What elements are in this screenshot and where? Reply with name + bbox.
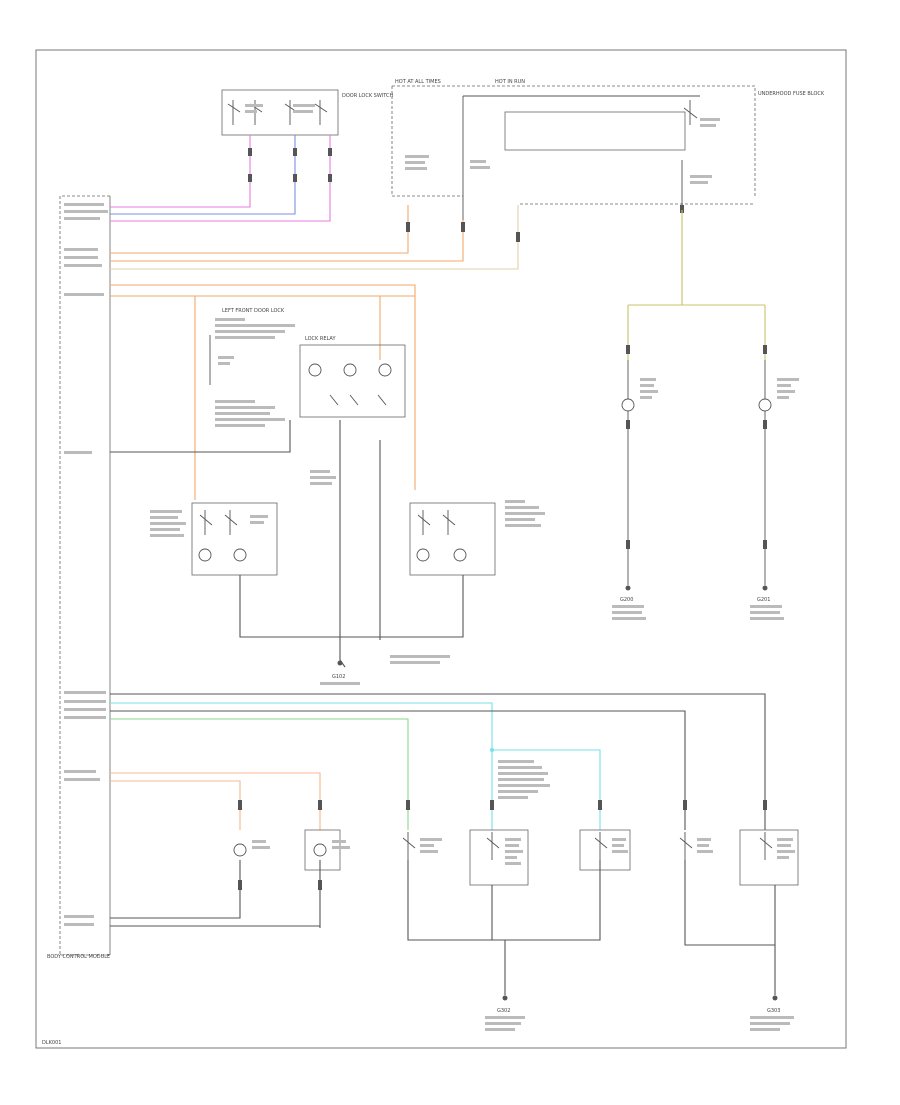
lower-left-lamps xyxy=(233,800,350,890)
diagram-frame xyxy=(35,49,847,1049)
ground-g302-label: G302 xyxy=(497,1008,510,1014)
wire-black-switch-loop xyxy=(239,575,464,638)
left-door-switch-box xyxy=(191,502,278,576)
wire-pink-1 xyxy=(110,135,251,208)
relay-switch xyxy=(683,100,698,125)
center-label-1: LEFT FRONT DOOR LOCK xyxy=(222,308,285,314)
wire-cyan-1 xyxy=(110,702,493,830)
relay-coil-box xyxy=(504,111,686,151)
wire-black-lamp-return xyxy=(239,860,321,928)
wire-orange-center xyxy=(110,295,196,330)
ground-g102-label: G102 xyxy=(332,674,345,680)
ground-g102-symbol xyxy=(337,660,343,666)
wire-tan xyxy=(110,205,519,270)
body-control-module-outline xyxy=(59,195,110,956)
wire-black-ground-left xyxy=(407,860,601,941)
door-lock-switch-label: DOOR LOCK SWITCH xyxy=(342,93,394,99)
wire-pink-2 xyxy=(110,135,331,222)
ground-g200-label: G200 xyxy=(620,597,633,603)
wire-blue xyxy=(110,135,296,215)
wire-lt-orange-2 xyxy=(110,780,241,830)
cyan-splice xyxy=(490,748,494,752)
ground-g201-label: G201 xyxy=(757,597,770,603)
lock-relay-box xyxy=(299,344,406,418)
ground-g302-symbol xyxy=(502,995,508,1001)
wire-black-lock-1 xyxy=(110,693,766,830)
center-relay-label: LOCK RELAY xyxy=(305,336,336,342)
fuse-connectors xyxy=(406,205,684,242)
wire-black-lock-2 xyxy=(110,710,686,830)
door-lock-switch-box xyxy=(221,89,339,136)
fuse-label-2: HOT IN RUN xyxy=(495,79,525,85)
wire-black-return-1 xyxy=(110,910,241,919)
switch-text-blocks xyxy=(245,104,315,113)
underhood-block-label: UNDERHOOD FUSE BLOCK xyxy=(758,91,825,97)
block-text xyxy=(405,118,720,184)
wire-orange-2 xyxy=(110,220,464,262)
ground-g303-symbol xyxy=(772,995,778,1001)
ground-g102-text xyxy=(320,655,450,685)
wire-black-center xyxy=(110,420,291,453)
module-label: BODY CONTROL MODULE xyxy=(47,954,110,960)
wire-black-ground-right xyxy=(684,860,776,946)
wire-orange-1 xyxy=(110,205,409,254)
left-door-switch xyxy=(150,510,268,562)
module-pin-labels xyxy=(64,203,108,926)
right-door-switch-box xyxy=(409,502,496,576)
lock-relay-coils xyxy=(308,363,392,406)
bottom-ground-text xyxy=(485,1016,794,1031)
center-text-blocks xyxy=(215,318,336,485)
wire-orange-center-2 xyxy=(110,284,416,297)
lock-actuators xyxy=(402,760,799,886)
right-lamp-assemblies xyxy=(612,345,799,620)
fuse-label-1: HOT AT ALL TIMES xyxy=(395,79,441,85)
fuse-block-outline xyxy=(392,85,756,196)
wire-lt-orange-1 xyxy=(110,772,321,830)
right-door-switch xyxy=(416,500,545,562)
ground-g303-label: G303 xyxy=(767,1008,780,1014)
footer-code: DLK001 xyxy=(42,1040,61,1046)
switch-connectors xyxy=(248,148,332,182)
wire-black-relay-out xyxy=(339,420,381,660)
wire-green xyxy=(110,718,409,830)
